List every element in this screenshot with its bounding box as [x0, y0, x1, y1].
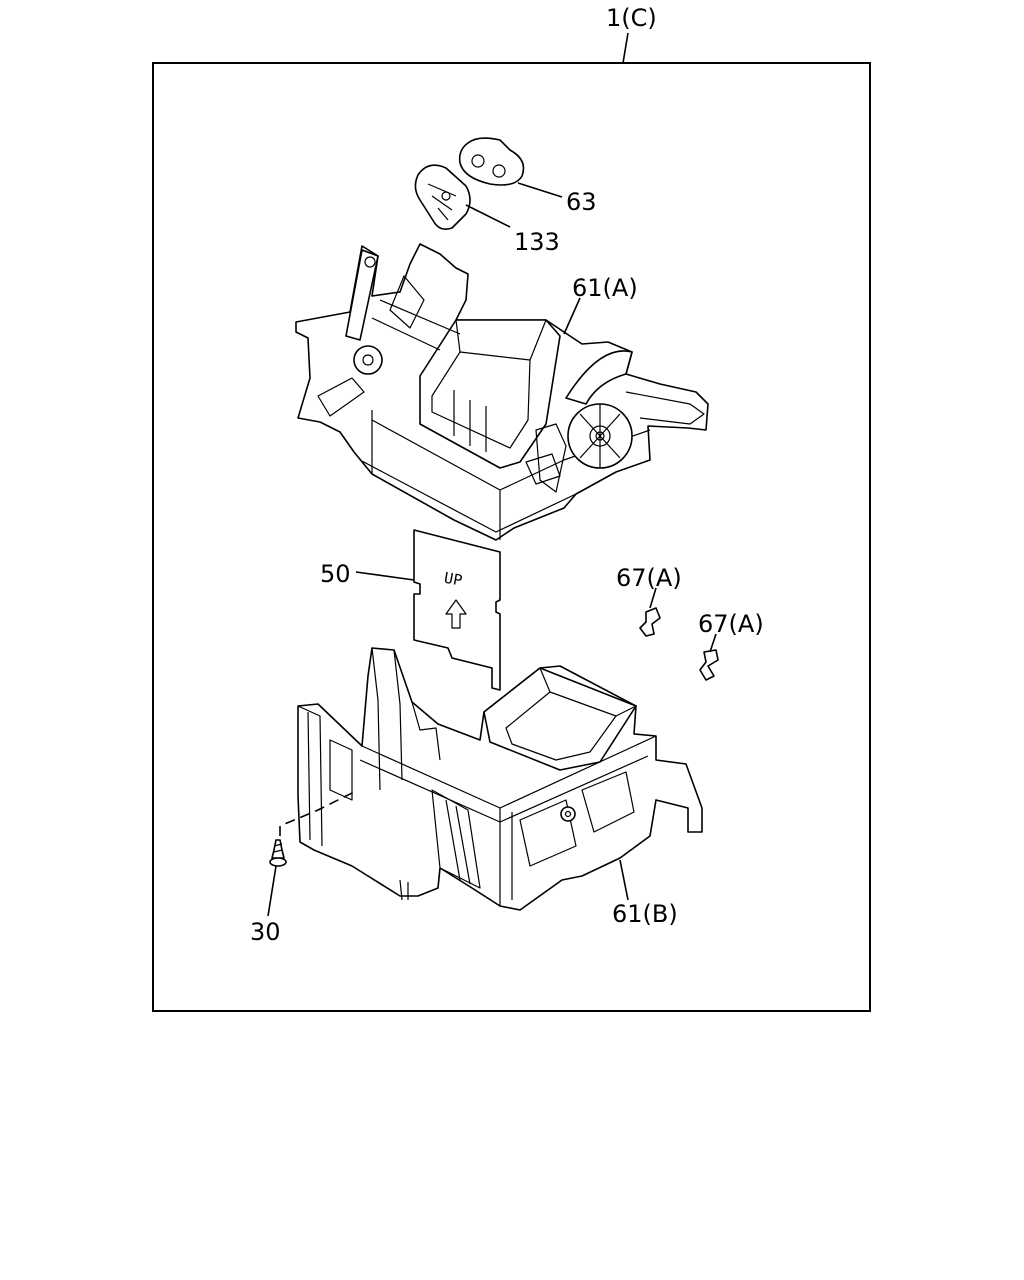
diagram-frame: [152, 62, 871, 1012]
leader-67a-1: [649, 587, 657, 609]
leader-133: [465, 204, 511, 228]
callout-30: 30: [250, 918, 281, 946]
callout-133: 133: [514, 228, 560, 256]
leader-63: [517, 182, 563, 198]
callout-67a-2: 67(A): [698, 610, 764, 638]
part-61a-upper-case: [295, 243, 709, 541]
leader-30: [267, 865, 277, 917]
filter-up-marking: UP: [443, 569, 464, 590]
leader-1c: [622, 32, 629, 64]
callout-67a-1: 67(A): [616, 564, 682, 592]
callout-50: 50: [320, 560, 351, 588]
part-30-screw: [269, 839, 287, 867]
callout-63: 63: [566, 188, 597, 216]
up-arrow-icon: [445, 599, 467, 629]
part-133-cam: [414, 164, 471, 230]
leader-67a-2: [709, 633, 717, 653]
part-50-filter: UP: [413, 529, 501, 691]
part-61b-lower-case: [297, 647, 703, 911]
part-63-grommet: [458, 137, 525, 186]
leader-50: [355, 571, 415, 581]
part-67a-clip-2: [699, 649, 719, 681]
callout-61a: 61(A): [572, 274, 638, 302]
callout-1c: 1(C): [606, 4, 657, 32]
callout-61b: 61(B): [612, 900, 678, 928]
part-67a-clip-1: [639, 607, 661, 637]
leader-61a: [563, 297, 581, 335]
leader-61b: [619, 859, 629, 901]
dash-leader-30: [279, 789, 359, 836]
